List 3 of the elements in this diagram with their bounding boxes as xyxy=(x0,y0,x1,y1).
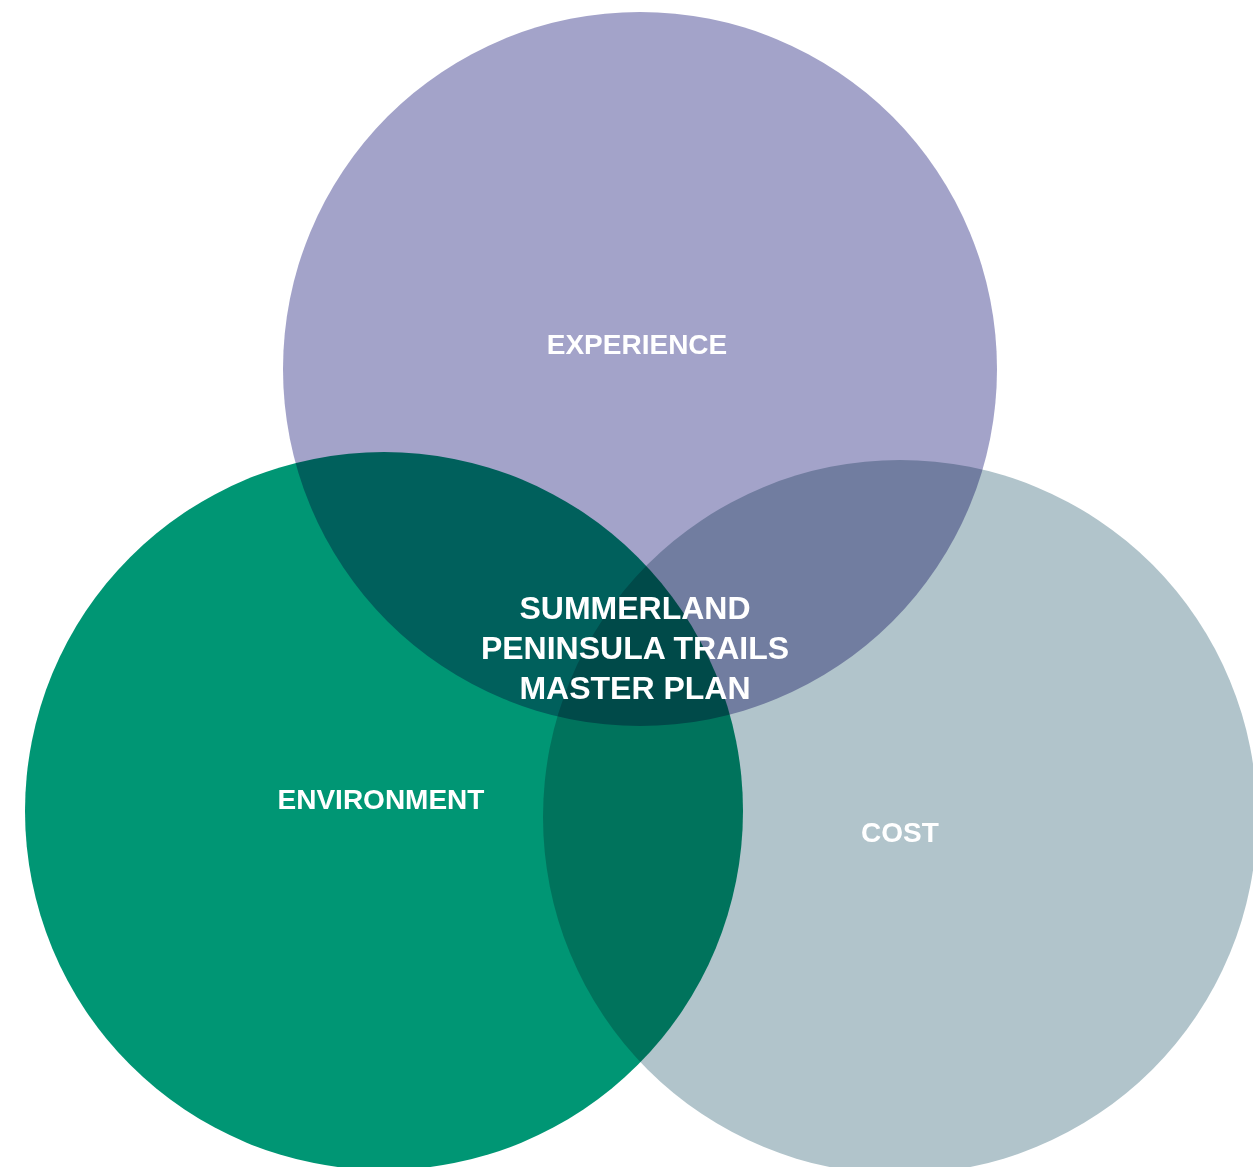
circle-label: ENVIRONMENT xyxy=(277,786,485,814)
circle-label: EXPERIENCE xyxy=(546,331,728,359)
circle-label: COST xyxy=(861,819,939,847)
